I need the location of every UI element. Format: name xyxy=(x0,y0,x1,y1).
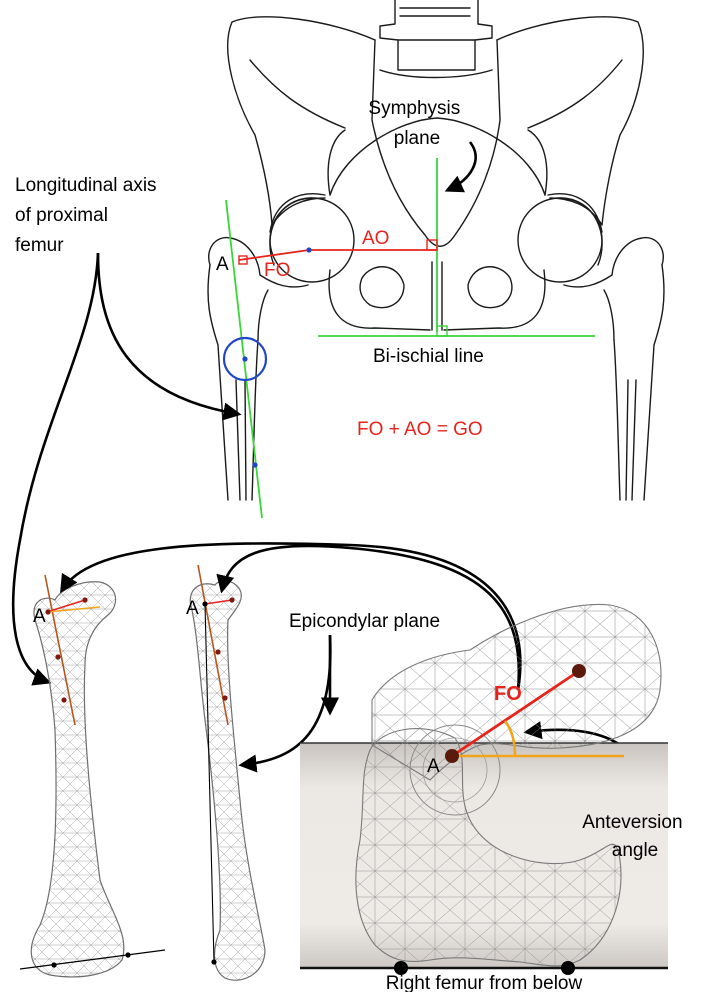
epicondylar-line-front xyxy=(19,949,166,970)
shaft-point-front-1 xyxy=(55,654,61,660)
point-a-label-pelvis: A xyxy=(216,254,229,275)
offset-equation: FO + AO = GO xyxy=(357,419,483,440)
anteversion-line-front xyxy=(46,606,101,613)
ao-label-pelvis: AO xyxy=(362,228,389,249)
point-a-label-axial: A xyxy=(427,756,440,777)
epicondyle-point-side xyxy=(211,959,217,965)
symphysis-plane-label: Symphysis plane xyxy=(368,98,465,149)
longitudinal-axis-arrow xyxy=(96,252,242,421)
neck-fit-circle xyxy=(222,336,268,382)
axial-fo-line xyxy=(451,669,580,758)
anteversion-angle-arc xyxy=(503,720,517,757)
fo-line-front xyxy=(46,599,86,613)
fo-line-side xyxy=(204,599,233,605)
axial-condyles-mesh xyxy=(355,728,622,967)
shaft-point-side-1 xyxy=(215,649,221,655)
axial-neck-ring xyxy=(409,724,501,816)
anteversion-angle-label: Anteversion angle xyxy=(582,812,688,861)
head-center-point xyxy=(306,247,312,253)
neck-center-point xyxy=(242,356,248,362)
right-femur-from-below-label: Right femur from below xyxy=(386,973,583,992)
femur-lateral-view: A xyxy=(186,564,266,981)
axial-view-panel: FO A xyxy=(300,603,668,975)
fo-line xyxy=(238,249,310,261)
ao-right-angle xyxy=(426,239,438,251)
axial-head-center xyxy=(572,664,586,678)
shaft-point-side-2 xyxy=(222,695,228,701)
point-a-label-side: A xyxy=(186,598,199,619)
axial-point-a xyxy=(445,749,459,763)
epicondyle-point-front-2 xyxy=(125,952,131,958)
pelvis-reference-lines xyxy=(222,158,595,519)
femoral-head-center-front xyxy=(82,597,88,603)
fo-label-axial: FO xyxy=(494,683,522,705)
fo-label-pelvis: FO xyxy=(264,260,290,281)
shaft-point-side-3 xyxy=(202,601,208,607)
point-a-label-front: A xyxy=(33,606,46,627)
axial-condyle-point-1 xyxy=(394,961,408,975)
symphysis-plane-arrow xyxy=(444,141,477,193)
shaft-point-front-2 xyxy=(61,697,67,703)
fo-right-angle xyxy=(238,255,248,265)
axial-neck-ring-inner xyxy=(422,737,488,803)
bi-ischial-right-angle xyxy=(436,325,448,337)
shaft-axis-front xyxy=(44,574,76,726)
axial-condyle-point-2 xyxy=(561,961,575,975)
femoral-head-center-side xyxy=(229,597,235,603)
shaft-point xyxy=(252,462,258,468)
bi-ischial-line-label: Bi-ischial line xyxy=(373,346,484,367)
femur-anterior-view: A xyxy=(19,574,166,978)
epicondylar-plane-label: Epicondylar plane xyxy=(289,611,440,632)
pelvis-drawing xyxy=(207,0,665,501)
longitudinal-axis-arrow-2 xyxy=(11,252,100,686)
epicondyle-point-front-1 xyxy=(51,962,57,968)
longitudinal-axis-label: Longitudinal axis of proximal femur xyxy=(15,175,162,256)
vertical-reference-side xyxy=(204,603,215,963)
shaft-point-front-3 xyxy=(45,609,51,615)
